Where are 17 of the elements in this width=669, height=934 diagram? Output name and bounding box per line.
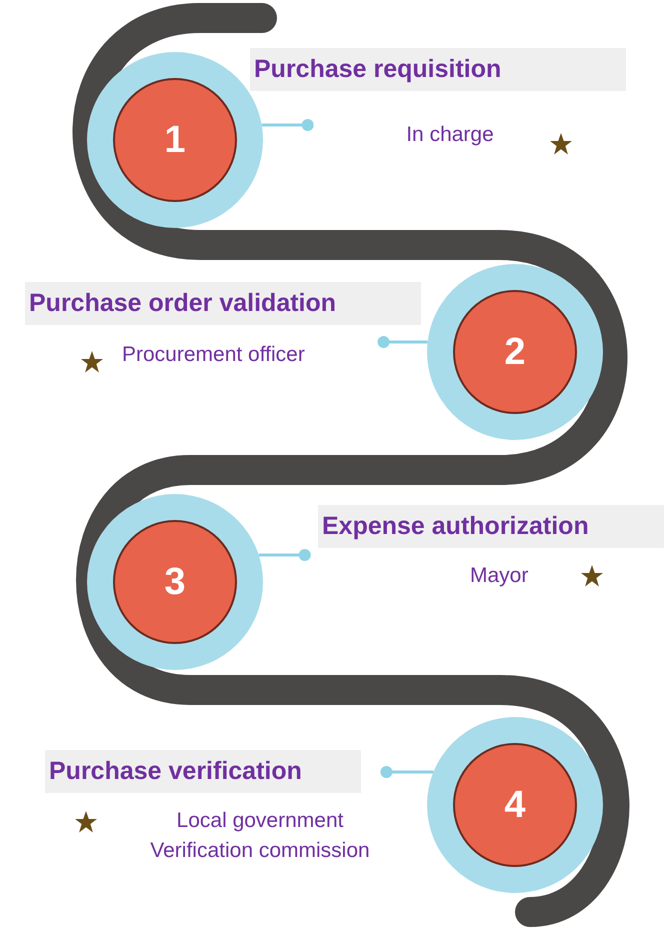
leader-line	[380, 766, 434, 778]
step-number: 1	[164, 121, 186, 159]
role-text: Local government Verification commission	[149, 808, 371, 864]
role-text: In charge	[405, 122, 495, 148]
role-text: Mayor	[470, 563, 530, 589]
title-band	[250, 48, 626, 91]
leader-line	[262, 119, 314, 131]
step-title: Purchase requisition	[254, 54, 502, 85]
leader-line	[258, 549, 311, 561]
step-number: 3	[164, 563, 186, 601]
step-title: Purchase order validation	[29, 288, 336, 319]
step-number: 2	[504, 333, 526, 371]
step-title: Purchase verification	[49, 756, 302, 787]
step-title: Expense authorization	[322, 510, 589, 542]
step-number: 4	[504, 786, 526, 824]
leader-line	[378, 336, 428, 348]
role-text: Procurement officer	[122, 342, 306, 368]
